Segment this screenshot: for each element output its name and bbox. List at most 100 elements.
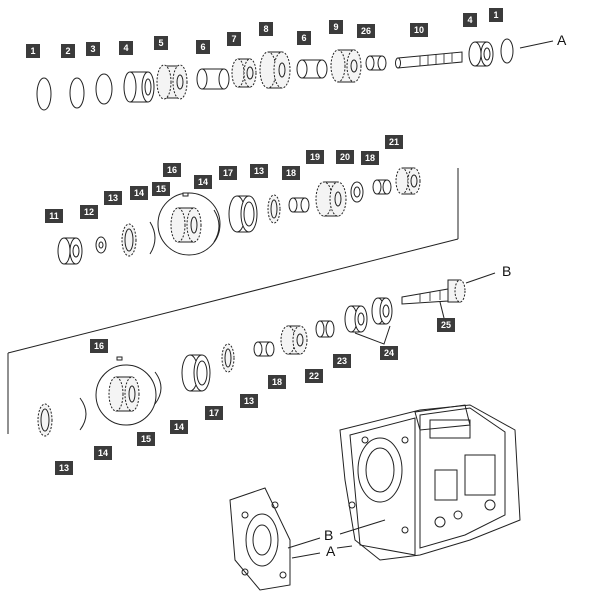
highlight-circle	[95, 364, 157, 426]
callout-number: 13	[244, 396, 254, 406]
callout-number: 14	[198, 177, 208, 187]
callout-number: 15	[156, 184, 166, 194]
row2-parts	[57, 167, 421, 265]
callout-number: 20	[340, 152, 350, 162]
callout-number: 14	[98, 448, 108, 458]
callout-number: 19	[310, 152, 320, 162]
callout-number: 3	[90, 44, 95, 54]
edge-label-a-housing: A	[326, 543, 336, 559]
gear-part	[280, 325, 308, 355]
callout-number: 16	[167, 165, 177, 175]
callout-tag: 24	[380, 346, 398, 360]
callout-number: 8	[263, 24, 268, 34]
leader-line	[439, 301, 445, 319]
callout-tag: 15	[152, 182, 170, 196]
callout-tag: 11	[45, 209, 63, 223]
coupling-sleeve-part	[108, 376, 140, 412]
gear-part	[259, 51, 291, 89]
callout-number: 23	[337, 356, 347, 366]
callout-tag: 25	[437, 318, 455, 332]
snap-ring-part	[500, 38, 514, 64]
bushing-part	[365, 55, 387, 71]
gear-part	[231, 58, 257, 88]
bushing-part	[288, 197, 310, 213]
bearing-part	[123, 71, 155, 103]
bushing-part	[253, 341, 275, 357]
callout-tag: 18	[282, 166, 300, 180]
callout-number: 7	[231, 34, 236, 44]
hub-part	[181, 354, 211, 392]
washer-part	[350, 181, 364, 203]
callout-tag: 2	[61, 44, 75, 58]
callout-number: 13	[108, 193, 118, 203]
callout-tag: 20	[336, 150, 354, 164]
ring-part	[95, 73, 113, 105]
row3-parts	[37, 272, 496, 437]
highlight-circle	[157, 192, 221, 256]
synchro-ring-part	[267, 194, 281, 224]
callout-number: 18	[365, 153, 375, 163]
callout-number: 1	[493, 10, 498, 20]
callout-number: 2	[65, 46, 70, 56]
gear-part	[330, 49, 362, 83]
leader-line	[339, 519, 386, 535]
callout-tag: 13	[240, 394, 258, 408]
transmission-housing	[229, 404, 521, 591]
callout-tag: 17	[205, 406, 223, 420]
callout-tag: 17	[219, 166, 237, 180]
callout-number: 18	[272, 377, 282, 387]
callout-tag: 4	[119, 41, 133, 55]
callout-number: 13	[254, 166, 264, 176]
sleeve-part	[296, 59, 328, 79]
retaining-ring-part	[154, 371, 162, 405]
callout-tag: 22	[305, 369, 323, 383]
callouts-row2: 16 15 14 17 13 18 19 20 18 21 11 12 13 1…	[45, 135, 403, 223]
callout-number: 16	[94, 341, 104, 351]
callout-number: 25	[441, 320, 451, 330]
bearing-part	[344, 305, 368, 333]
callout-tag: 14	[94, 446, 112, 460]
callout-tag: 4	[463, 13, 477, 27]
callout-tag: 7	[227, 32, 241, 46]
callout-tag: 1	[26, 44, 40, 58]
coupling-sleeve-part	[170, 207, 202, 243]
callout-number: 14	[174, 422, 184, 432]
callouts-row3: 16 17 13 18 22 23 24 25 13 14 15 14	[55, 318, 455, 475]
bearing-part	[57, 237, 83, 265]
callout-tag: 23	[333, 354, 351, 368]
callout-tag: 19	[306, 150, 324, 164]
callout-tag: 13	[250, 164, 268, 178]
callout-tag: 10	[410, 23, 428, 37]
callout-tag: 6	[297, 31, 311, 45]
pin-part	[182, 192, 189, 197]
sleeve-part	[315, 320, 335, 338]
hub-part	[228, 195, 258, 233]
gear-part	[315, 181, 347, 217]
washer-part	[95, 236, 107, 254]
callout-tag: 13	[104, 191, 122, 205]
callout-number: 14	[134, 188, 144, 198]
callout-number: 1	[30, 46, 35, 56]
row1-parts	[36, 38, 554, 111]
callout-number: 22	[309, 371, 319, 381]
callout-tag: 5	[154, 36, 168, 50]
callout-tag: 21	[385, 135, 403, 149]
callout-tag: 18	[361, 151, 379, 165]
callout-tag: 14	[170, 420, 188, 434]
callout-number: 17	[209, 408, 219, 418]
synchro-ring-part	[37, 403, 53, 437]
callout-tag: 12	[80, 205, 98, 219]
callout-tag: 14	[194, 175, 212, 189]
leader-line	[465, 272, 496, 284]
bearing-part	[468, 41, 494, 67]
thrust-ring-part	[69, 77, 85, 109]
leader-line	[336, 545, 353, 549]
callout-number: 6	[200, 42, 205, 52]
callout-tag: 6	[196, 40, 210, 54]
callout-tag: 14	[130, 186, 148, 200]
shaft-part	[395, 51, 463, 69]
callout-number: 17	[223, 168, 233, 178]
callout-tag: 8	[259, 22, 273, 36]
edge-label-b: B	[502, 263, 511, 279]
